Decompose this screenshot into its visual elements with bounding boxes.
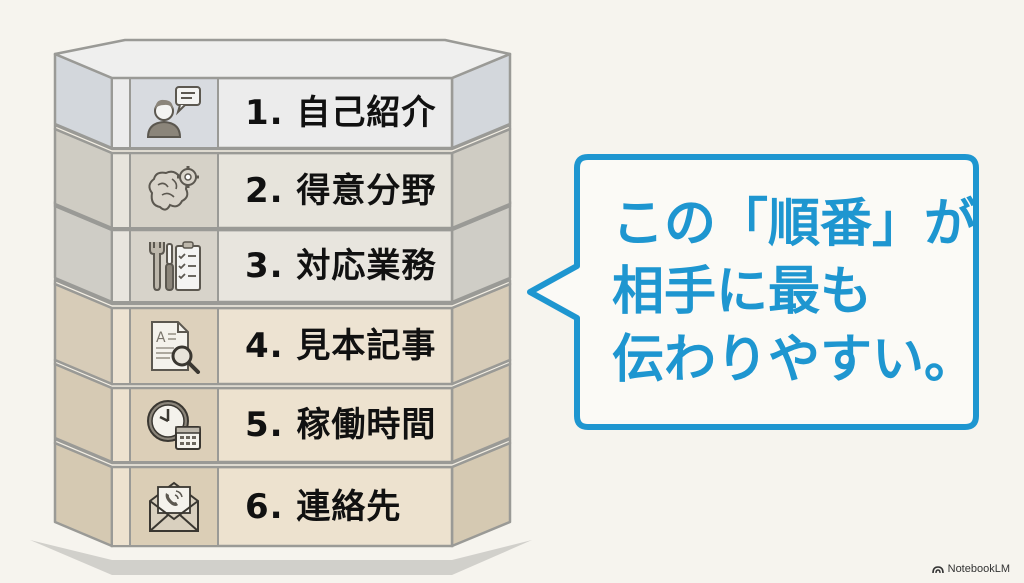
- callout-line-1: この「順番」が: [612, 194, 977, 254]
- svg-text:A: A: [156, 330, 166, 346]
- envelope-phone-icon: [138, 475, 210, 539]
- tier-label: 6. 連絡先: [245, 486, 402, 527]
- tier-block: [53, 278, 512, 386]
- tier-label: 1. 自己紹介: [245, 93, 437, 133]
- tier-label: 2. 得意分野: [245, 170, 437, 211]
- stack-top-cap: [53, 38, 512, 80]
- person-speech-icon: [138, 81, 210, 145]
- tier-top-rim: [53, 278, 512, 310]
- stack-shadow: [30, 540, 532, 575]
- tier-block: [53, 52, 512, 150]
- tier-label: 5. 稼働時間: [245, 405, 437, 445]
- brand-watermark: NotebookLM: [931, 563, 1010, 575]
- tier-label: 4. 見本記事: [245, 326, 437, 366]
- callout-line-2: 相手に最も: [612, 262, 873, 322]
- brain-gear-icon: [138, 159, 210, 223]
- tier-label: 3. 対応業務: [245, 246, 437, 286]
- callout-text: この「順番」が 相手に最も 伝わりやすい。: [612, 190, 977, 394]
- brand-label: NotebookLM: [947, 563, 1010, 575]
- document-search-icon: A: [138, 314, 210, 378]
- callout-line-3: 伝わりやすい。: [612, 330, 977, 390]
- tools-checklist-icon: [138, 234, 210, 298]
- notebooklm-logo-icon: [931, 565, 944, 573]
- tier-block: [53, 437, 512, 548]
- clock-calendar-icon: [138, 393, 210, 457]
